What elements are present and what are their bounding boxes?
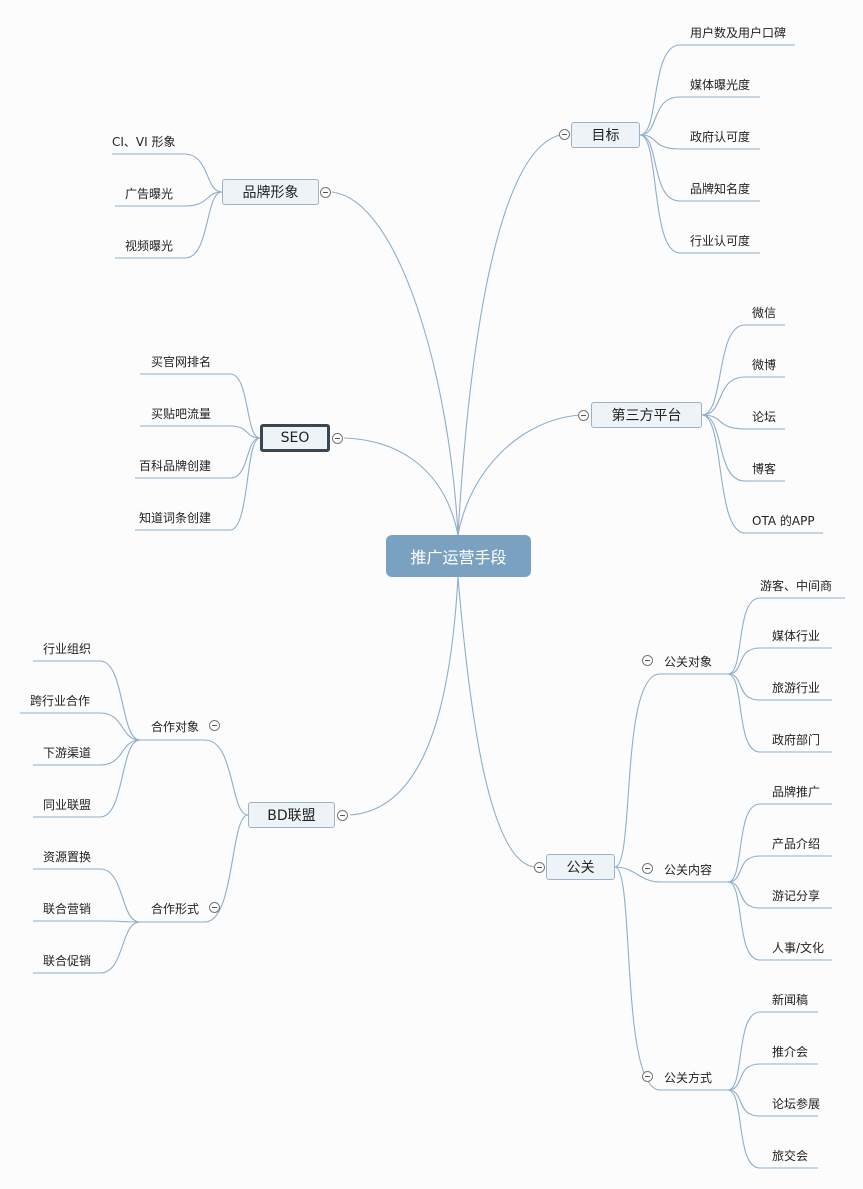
leaf-brand-ci-vi[interactable]: CI、VI 形象 [112, 135, 176, 149]
leaf-pr-brand-promo[interactable]: 品牌推广 [772, 785, 821, 799]
leaf-bd-peer-alliance[interactable]: 同业联盟 [43, 798, 92, 812]
topic-goals[interactable]: 目标 [571, 122, 640, 148]
collapse-icon[interactable] [642, 863, 653, 874]
topic-third-party[interactable]: 第三方平台 [591, 402, 702, 428]
leaf-seo-tieba-traffic[interactable]: 买贴吧流量 [151, 407, 212, 421]
collapse-icon[interactable] [320, 187, 331, 198]
leaf-bd-joint-marketing[interactable]: 联合营销 [43, 902, 92, 916]
collapse-icon[interactable] [534, 862, 545, 873]
topic-pr[interactable]: 公关 [546, 854, 615, 880]
leaf-third-weibo[interactable]: 微博 [752, 358, 777, 372]
collapse-icon[interactable] [209, 720, 220, 731]
leaf-pr-government[interactable]: 政府部门 [772, 733, 821, 747]
leaf-bd-cross-industry[interactable]: 跨行业合作 [30, 694, 91, 708]
topic-brand-image[interactable]: 品牌形象 [222, 179, 319, 205]
leaf-pr-product-intro[interactable]: 产品介绍 [772, 837, 821, 851]
leaf-seo-site-ranking[interactable]: 买官网排名 [151, 355, 212, 369]
collapse-icon[interactable] [332, 433, 343, 444]
collapse-icon[interactable] [578, 410, 589, 421]
leaf-pr-tourists[interactable]: 游客、中间商 [760, 579, 833, 593]
leaf-third-wechat[interactable]: 微信 [752, 306, 777, 320]
leaf-pr-launch-event[interactable]: 推介会 [772, 1045, 809, 1059]
leaf-third-forum[interactable]: 论坛 [752, 410, 777, 424]
collapse-icon[interactable] [559, 129, 570, 140]
subtopic-pr-methods[interactable]: 公关方式 [664, 1071, 713, 1085]
leaf-third-blog[interactable]: 博客 [752, 462, 777, 476]
leaf-pr-travel-fair[interactable]: 旅交会 [772, 1149, 809, 1163]
leaf-goal-media[interactable]: 媒体曝光度 [690, 78, 751, 92]
collapse-icon[interactable] [209, 902, 220, 913]
collapse-icon[interactable] [337, 810, 348, 821]
subtopic-pr-targets[interactable]: 公关对象 [664, 655, 713, 669]
collapse-icon[interactable] [642, 655, 653, 666]
leaf-brand-ad-exposure[interactable]: 广告曝光 [125, 187, 174, 201]
leaf-goal-government[interactable]: 政府认可度 [690, 130, 751, 144]
leaf-pr-tourism[interactable]: 旅游行业 [772, 681, 821, 695]
leaf-pr-forum-exhibit[interactable]: 论坛参展 [772, 1097, 821, 1111]
leaf-seo-baike[interactable]: 百科品牌创建 [139, 459, 212, 473]
central-topic[interactable]: 推广运营手段 [386, 535, 531, 577]
leaf-goal-users[interactable]: 用户数及用户口碑 [690, 26, 787, 40]
leaf-bd-industry-org[interactable]: 行业组织 [43, 642, 92, 656]
subtopic-partner-forms[interactable]: 合作形式 [151, 902, 200, 916]
leaf-bd-joint-promotion[interactable]: 联合促销 [43, 954, 92, 968]
collapse-icon[interactable] [642, 1071, 653, 1082]
topic-seo[interactable]: SEO [260, 424, 330, 452]
leaf-pr-culture[interactable]: 人事/文化 [772, 941, 825, 955]
topic-bd-alliance[interactable]: BD联盟 [248, 802, 335, 828]
leaf-third-ota[interactable]: OTA 的APP [752, 514, 815, 528]
leaf-pr-media[interactable]: 媒体行业 [772, 629, 821, 643]
leaf-bd-resource-swap[interactable]: 资源置换 [43, 850, 92, 864]
subtopic-pr-content[interactable]: 公关内容 [664, 863, 713, 877]
leaf-brand-video-exposure[interactable]: 视频曝光 [125, 239, 174, 253]
leaf-goal-industry[interactable]: 行业认可度 [690, 234, 751, 248]
subtopic-partner-targets[interactable]: 合作对象 [151, 720, 200, 734]
leaf-bd-downstream[interactable]: 下游渠道 [43, 746, 92, 760]
leaf-seo-zhidao[interactable]: 知道词条创建 [139, 511, 212, 525]
leaf-goal-brand[interactable]: 品牌知名度 [690, 182, 751, 196]
leaf-pr-travel-share[interactable]: 游记分享 [772, 889, 821, 903]
leaf-pr-press-release[interactable]: 新闻稿 [772, 993, 809, 1007]
